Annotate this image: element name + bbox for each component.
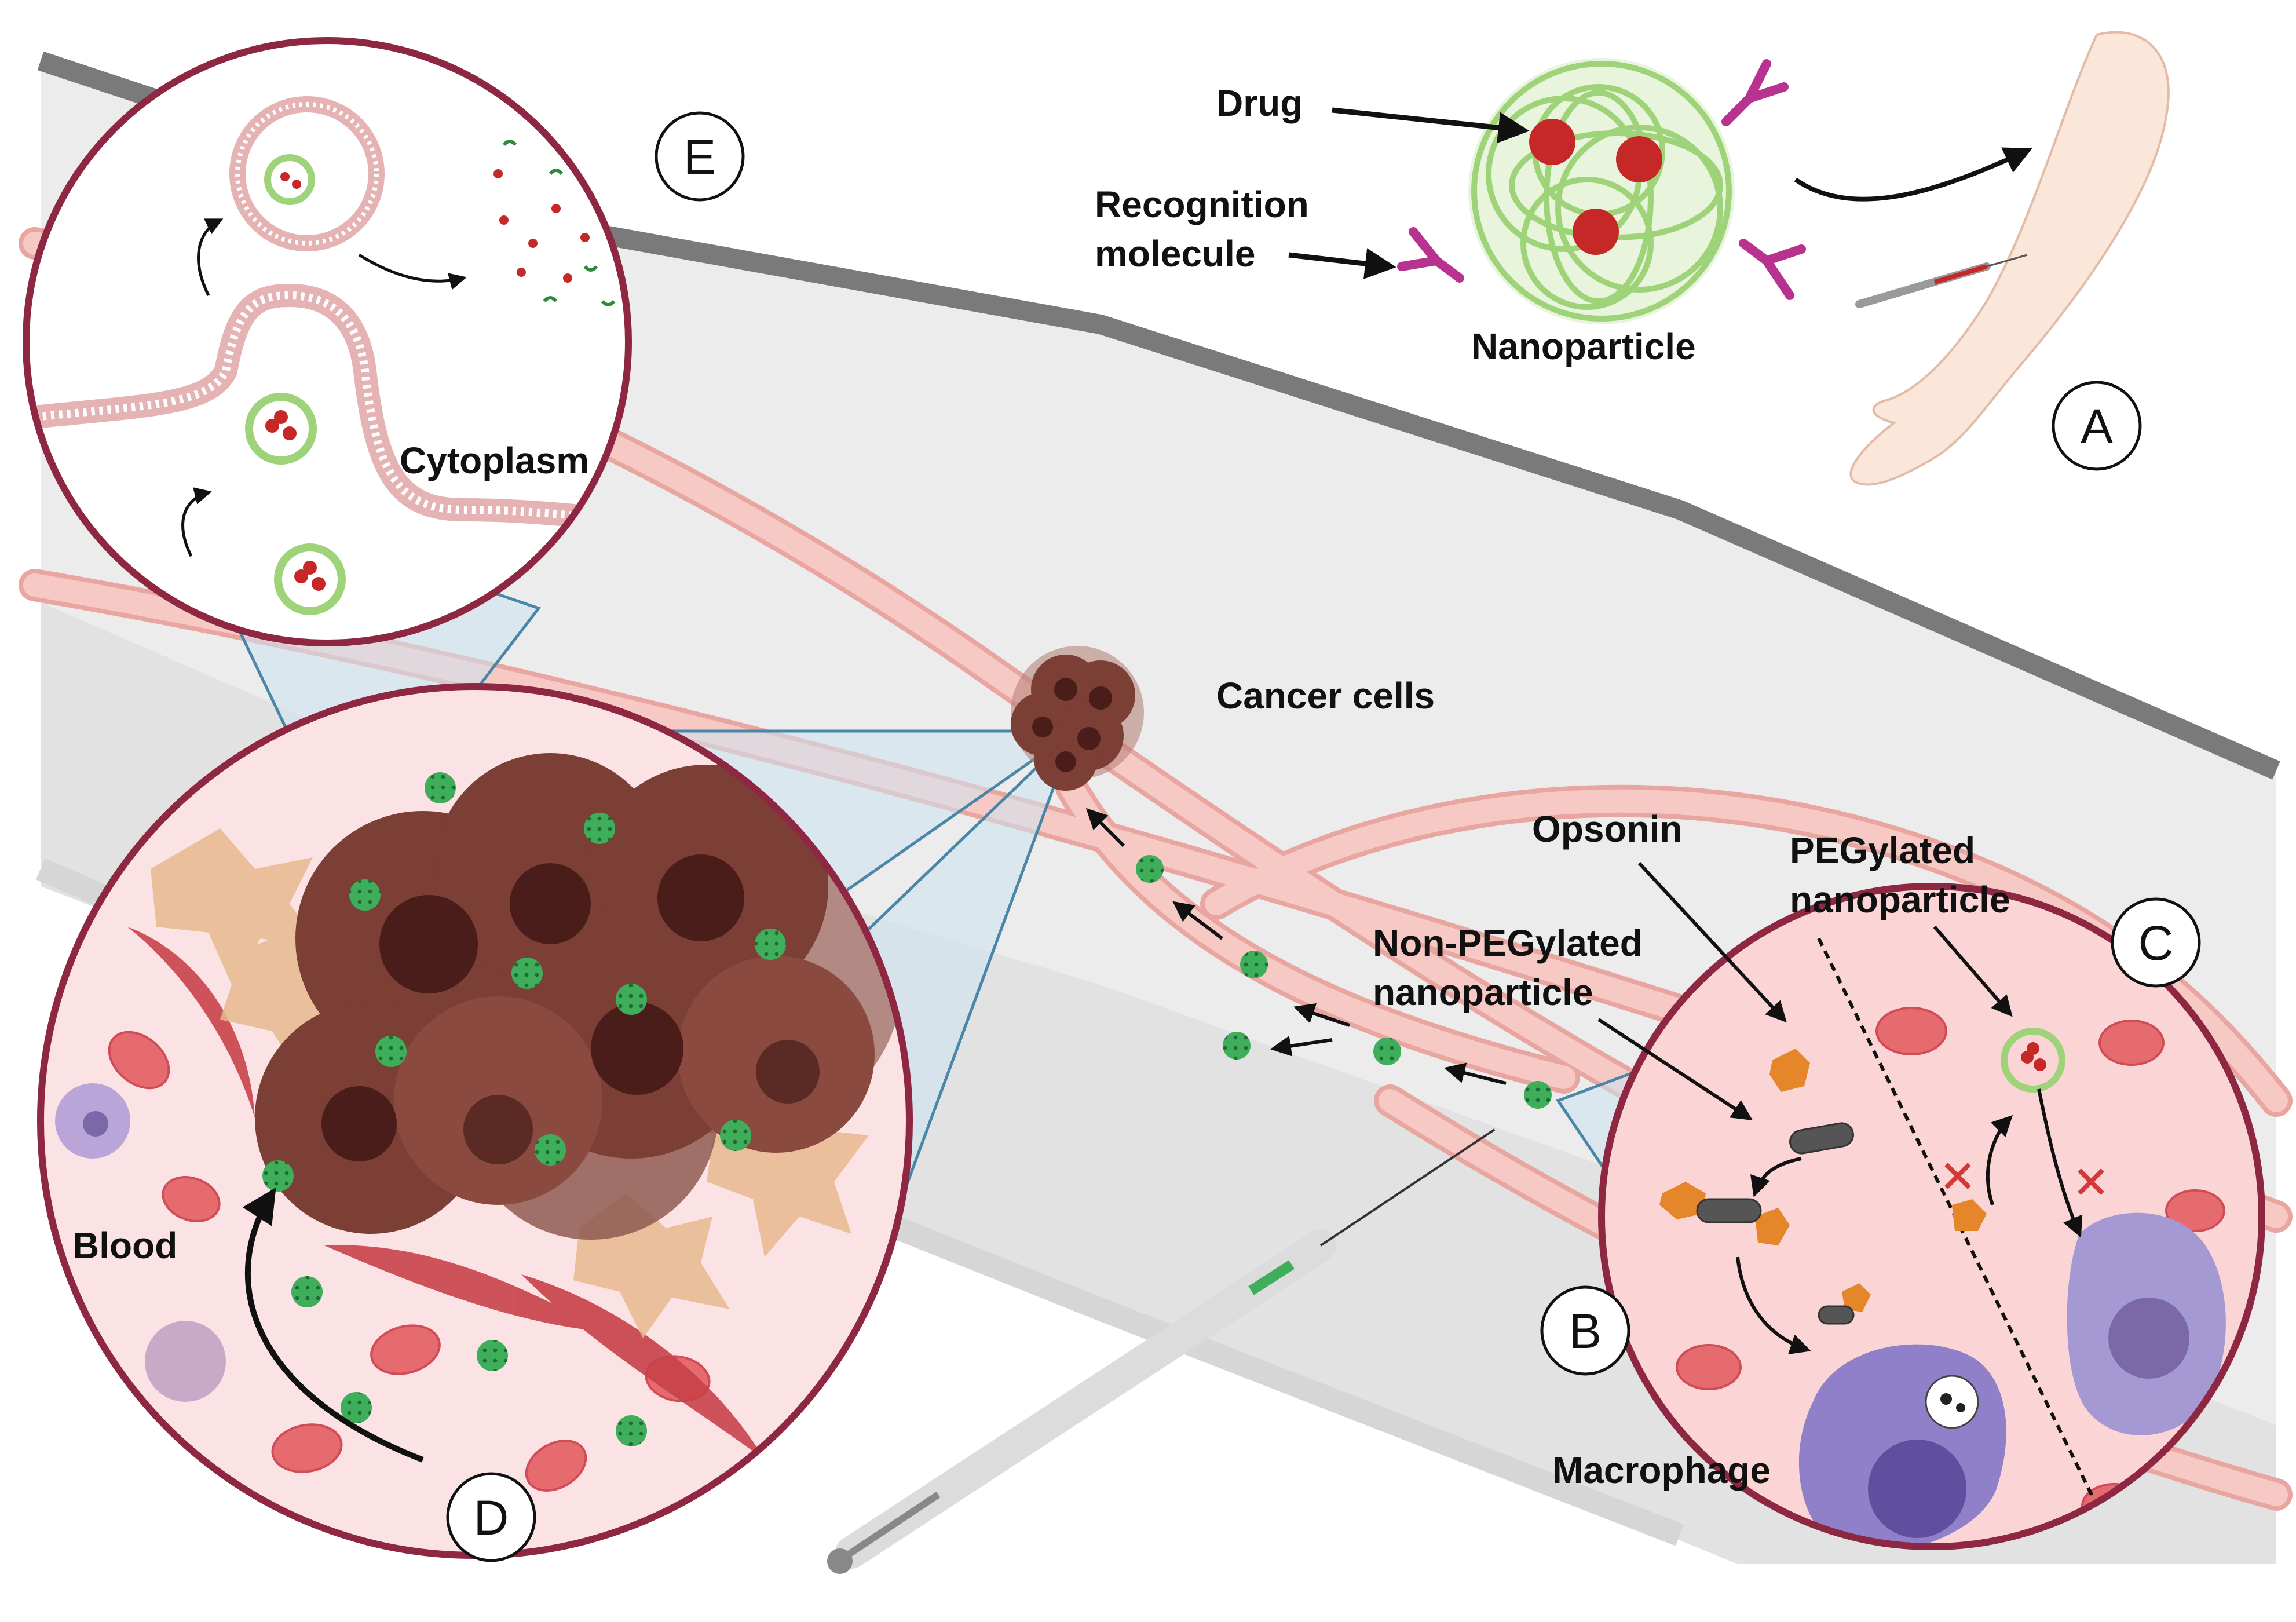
syringe-icon [1855,254,2028,308]
pegylated-label-2: nanoparticle [1790,879,2010,920]
syringe-icon [827,1128,1496,1574]
flow-arrow [1172,901,1223,940]
flow-arrow [1270,1035,1333,1057]
drug-arrow [1332,107,1530,144]
drug-label: Drug [1216,82,1303,124]
flow-arrow [1085,808,1125,847]
cancer-cells-label: Cancer cells [1216,675,1435,717]
svg-text:D: D [474,1491,509,1545]
opsonin-label: Opsonin [1532,808,1683,850]
recognition-label-1: Recognition [1095,184,1309,225]
svg-text:E: E [683,130,716,184]
svg-text:B: B [1569,1304,1602,1358]
non-pegylated-arrow [1597,1018,1753,1120]
panel-badge-c: C [2111,897,2201,988]
panel-badge-d: D [446,1472,536,1562]
panel-badges: A B C D E [446,111,2201,1562]
cytoplasm-label: Cytoplasm [400,440,589,481]
extravasation-arrow [242,1187,424,1463]
macrophage-label: Macrophage [1552,1449,1771,1491]
recognition-arrow [1288,248,1396,279]
opsonin-arrow [1637,861,1787,1023]
panel-d-zoom [37,683,913,1559]
nanoparticle-label: Nanoparticle [1471,326,1696,367]
panel-badge-a: A [2052,381,2142,471]
pegylated-label-1: PEGylated [1790,830,1975,871]
non-pegylated-label-2: nanoparticle [1373,971,1593,1013]
antibody-icon [1397,227,1464,283]
nanoparticle-schematic [1397,58,1806,324]
panel-badge-e: E [655,111,745,202]
panel-c-zoom [1598,883,2265,1550]
flow-arrow [1293,1003,1350,1027]
divider-line [1817,937,2122,1547]
flow-arrow [1444,1062,1507,1085]
blood-label: Blood [72,1225,177,1266]
svg-text:A: A [2081,399,2113,454]
injection-arrow [1794,147,2032,202]
recognition-label-2: molecule [1095,233,1255,275]
antibody-icon [1721,59,1789,126]
arm-icon [1849,31,2170,486]
panel-e-zoom [23,37,632,646]
panel-badge-b: B [1540,1285,1630,1376]
svg-text:C: C [2138,916,2174,970]
tumor-nanoparticles [262,772,786,1446]
antibody-icon [1739,239,1806,300]
circulating-nanoparticles [1085,808,1552,1109]
non-pegylated-label-1: Non-PEGylated [1373,922,1643,964]
cancer-cell-cluster [1011,646,1144,791]
pegylated-arrow [1933,926,2013,1017]
